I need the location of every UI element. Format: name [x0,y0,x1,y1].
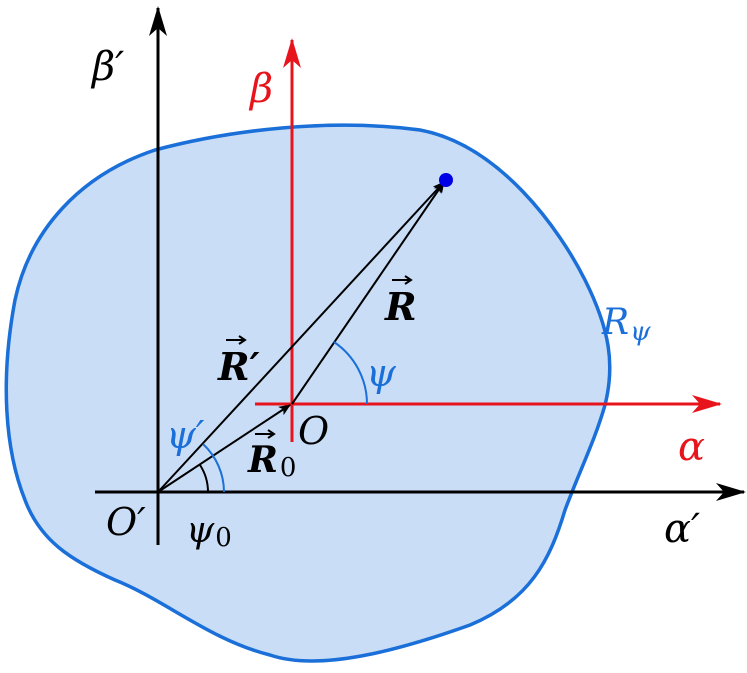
R-vector-arrow-mark [392,275,413,285]
R0-vector-arrow-mark [255,429,276,439]
R-prime-vector-label: R′ [217,344,260,389]
psi0-label: ψ0 [186,510,232,553]
psi-prime-arc [202,443,225,493]
origin-label: O [298,409,329,453]
beta-label: β [248,66,273,112]
psi-prime-label: ψ′ [166,413,205,457]
psi0-arc [199,464,209,493]
psi0-subscript: 0 [215,523,232,553]
beta-prime-label: β′ [90,44,124,90]
vector-R-prime [157,181,445,493]
R0-subscript: 0 [280,453,297,483]
vector-R [291,181,445,405]
curve-label-subscript: ψ [630,317,651,347]
curve-label: Rψ [601,302,651,347]
R-prime-vector-arrow-mark [226,335,247,345]
alpha-label: α [678,424,705,470]
psi-arc [333,341,368,405]
vector-R0 [157,404,291,493]
alpha-prime-label: α′ [664,506,700,552]
point-marker [439,173,453,187]
R0-vector-label: R0 [247,439,296,483]
region-shape [4,123,612,663]
R-vector-label: R [384,284,417,329]
psi-label: ψ [366,351,397,395]
origin-prime-label: O′ [106,500,146,544]
